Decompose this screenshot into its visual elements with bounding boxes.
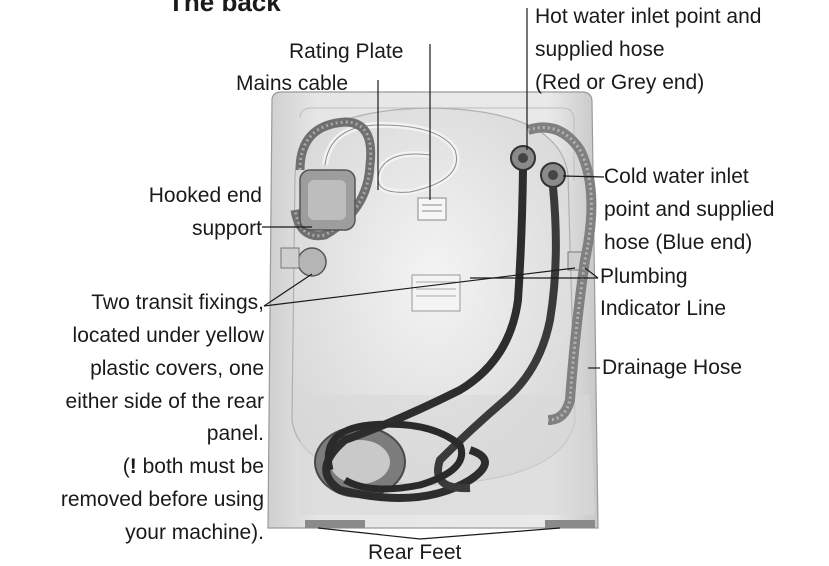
label-cold-inlet-3: hose (Blue end) xyxy=(604,230,752,256)
label-mains-cable: Mains cable xyxy=(236,71,348,97)
label-transit-1: Two transit fixings, xyxy=(91,290,264,316)
label-transit-4: either side of the rear xyxy=(66,389,264,415)
label-transit-5: panel. xyxy=(207,421,264,447)
plumbing-indicator-plate xyxy=(412,275,460,311)
label-cold-inlet-2: point and supplied xyxy=(604,197,774,223)
warning-mark: ! xyxy=(130,455,137,478)
hot-inlet-valve xyxy=(511,146,535,170)
label-drainage-hose: Drainage Hose xyxy=(602,355,742,381)
label-transit-2: located under yellow xyxy=(73,323,264,349)
label-plumbing-1: Plumbing xyxy=(600,264,688,290)
label-hot-inlet-1: Hot water inlet point and xyxy=(535,4,761,30)
label-warning-2: removed before using xyxy=(61,487,264,513)
label-cold-inlet-1: Cold water inlet xyxy=(604,164,749,190)
label-warning-3: your machine). xyxy=(125,520,264,546)
label-plumbing-2: Indicator Line xyxy=(600,296,726,322)
label-hooked-end-1: Hooked end xyxy=(149,183,262,209)
warning-rest: both must be xyxy=(137,455,264,478)
label-rating-plate: Rating Plate xyxy=(289,39,403,65)
label-transit-3: plastic covers, one xyxy=(90,356,264,382)
label-hot-inlet-2: supplied hose xyxy=(535,37,665,63)
cold-inlet-valve xyxy=(541,163,565,187)
hooked-end-support xyxy=(300,170,355,230)
label-hooked-end-2: support xyxy=(192,216,262,242)
label-hot-inlet-3: (Red or Grey end) xyxy=(535,70,704,96)
label-rear-feet: Rear Feet xyxy=(368,540,461,566)
label-warning-line: (! both must be xyxy=(123,454,264,480)
rating-plate xyxy=(418,198,446,220)
warning-open: ( xyxy=(123,455,130,478)
